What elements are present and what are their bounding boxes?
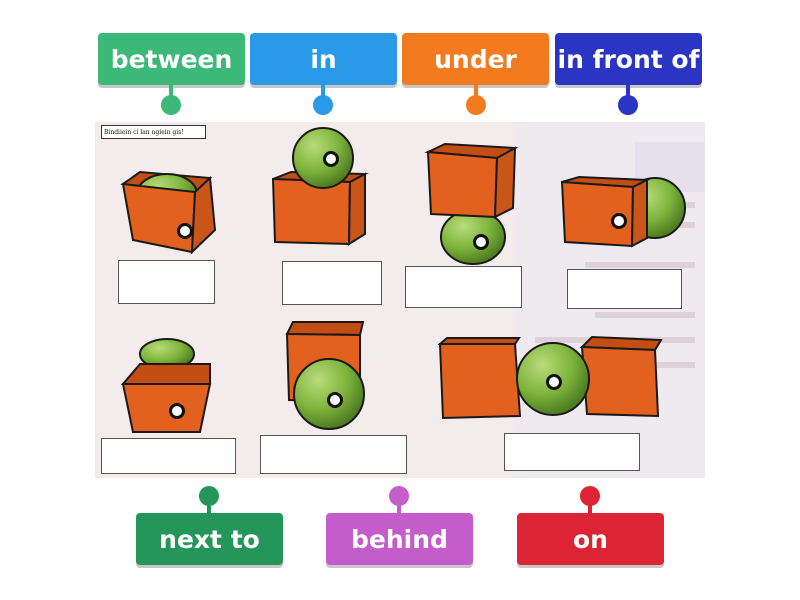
tag-on[interactable]: on	[517, 513, 664, 565]
hotspot-ball-in-box[interactable]	[177, 223, 193, 239]
answer-box-7[interactable]	[504, 433, 640, 471]
tag-next-to[interactable]: next to	[136, 513, 283, 565]
hotspot-ball-next-to-box[interactable]	[611, 213, 627, 229]
answer-box-1[interactable]	[118, 260, 215, 304]
tag-under[interactable]: under	[402, 33, 549, 85]
hotspot-ball-between-boxes[interactable]	[546, 374, 562, 390]
tag-pin	[466, 85, 486, 115]
tag-pin	[618, 85, 638, 115]
tag-behind[interactable]: behind	[326, 513, 473, 565]
hotspot-ball-under-box[interactable]	[473, 234, 489, 250]
answer-box-5[interactable]	[101, 438, 236, 474]
tag-pin	[389, 486, 409, 514]
answer-box-4[interactable]	[567, 269, 682, 309]
hotspot-ball-on-box[interactable]	[323, 151, 339, 167]
tag-pin	[313, 85, 333, 115]
tag-pin	[199, 486, 219, 514]
image-header-text: Bindiiein ci lan ngiein gis!	[101, 125, 206, 139]
answer-box-6[interactable]	[260, 435, 407, 474]
answer-box-2[interactable]	[282, 261, 382, 305]
hotspot-ball-in-front-of-box[interactable]	[327, 392, 343, 408]
tag-pin	[161, 85, 181, 115]
answer-box-3[interactable]	[405, 266, 522, 308]
hotspot-ball-behind-box[interactable]	[169, 403, 185, 419]
tag-pin	[580, 486, 600, 514]
tag-in-front-of[interactable]: in front of	[555, 33, 702, 85]
tag-between[interactable]: between	[98, 33, 245, 85]
tag-in[interactable]: in	[250, 33, 397, 85]
